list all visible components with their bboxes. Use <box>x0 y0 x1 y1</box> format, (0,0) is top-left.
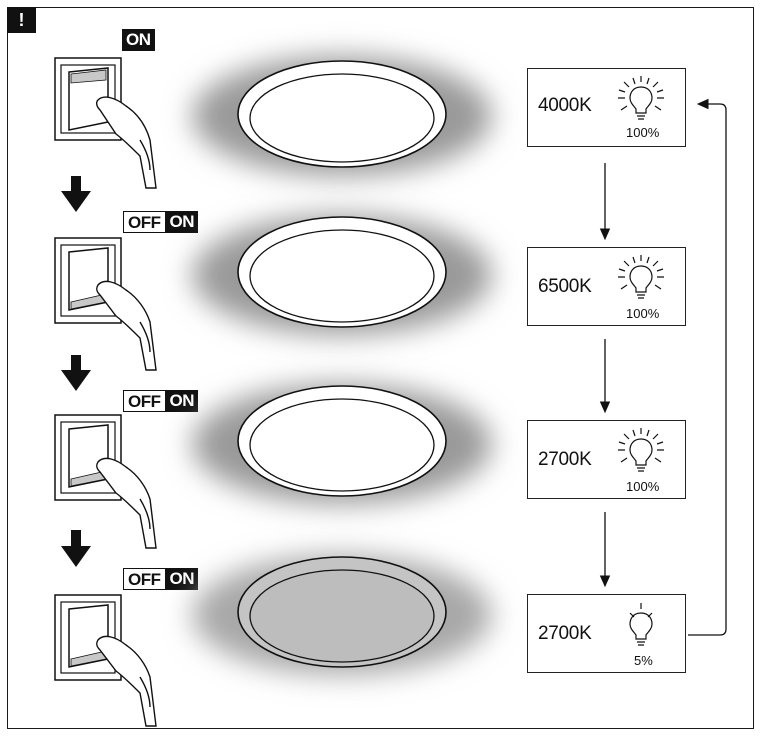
ceiling-lamp-icon-3 <box>192 384 492 504</box>
warning-badge: ! <box>7 7 36 33</box>
hand-icon-4 <box>95 635 157 727</box>
hand-icon-1 <box>95 96 157 189</box>
loop-arrow-icon <box>688 98 727 636</box>
color-temperature: 2700K <box>538 623 592 644</box>
on-label: ON <box>165 390 198 412</box>
diagram-frame <box>7 7 754 729</box>
bulb-icon-1 <box>618 76 664 120</box>
down-arrow-icon-2 <box>61 355 91 391</box>
color-temperature: 2700K <box>538 449 592 470</box>
bulb-icon-4 <box>629 603 653 646</box>
switch-state-label-4: OFF ON <box>123 568 198 590</box>
ceiling-lamp-icon-2 <box>192 215 492 335</box>
down-arrow-icon-3 <box>61 530 91 567</box>
switch-state-label-1: ON <box>122 29 155 51</box>
off-label: OFF <box>123 568 166 590</box>
brightness-level: 5% <box>634 653 653 668</box>
ceiling-lamp-icon-4 <box>192 555 492 675</box>
brightness-level: 100% <box>626 306 660 321</box>
on-label: ON <box>122 29 155 51</box>
color-step-box-4: 2700K 5% <box>527 594 686 673</box>
down-arrow-icon-1 <box>61 176 91 212</box>
color-step-box-1: 4000K 100% <box>527 68 686 147</box>
off-label: OFF <box>123 390 166 412</box>
color-step-box-3: 2700K 100% <box>527 420 686 499</box>
switch-state-label-3: OFF ON <box>123 390 198 412</box>
ceiling-lamp-icon-1 <box>192 56 492 176</box>
hand-icon-3 <box>95 457 157 549</box>
hand-icon-2 <box>95 280 157 371</box>
off-label: OFF <box>123 211 166 233</box>
color-temperature: 6500K <box>538 276 592 297</box>
brightness-level: 100% <box>626 125 660 140</box>
color-step-box-2: 6500K 100% <box>527 247 686 326</box>
bulb-icon-2 <box>618 255 664 299</box>
on-label: ON <box>165 568 198 590</box>
switch-state-label-2: OFF ON <box>123 211 198 233</box>
on-label: ON <box>165 211 198 233</box>
brightness-level: 100% <box>626 479 660 494</box>
color-temperature: 4000K <box>538 95 592 116</box>
bulb-icon-3 <box>618 428 664 472</box>
